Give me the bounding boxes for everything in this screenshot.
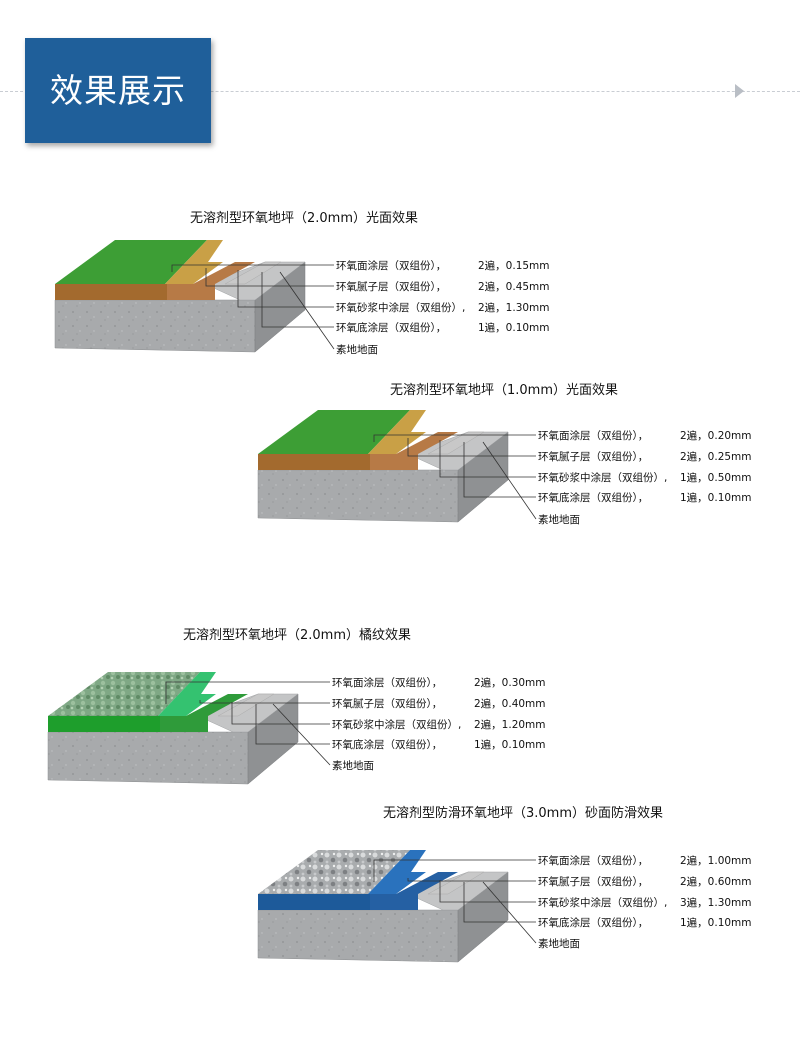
base-label: 素地地面 (336, 344, 378, 356)
layer-name-label: 环氧底涂层（双组份）， (538, 917, 649, 929)
top-coat-layer (55, 240, 207, 284)
section-title: 无溶剂型环氧地坪（2.0mm）橘纹效果 (183, 628, 412, 643)
base-label: 素地地面 (538, 514, 580, 526)
layer-detail-label: 2遍，0.20mm (680, 430, 752, 442)
leader-line (373, 859, 536, 882)
section-title: 无溶剂型环氧地坪（2.0mm）光面效果 (190, 211, 419, 226)
putty-layer-edge (158, 672, 216, 716)
mortar-layer-front (370, 894, 418, 910)
layer-detail-label: 1遍，0.50mm (680, 472, 752, 484)
putty-layer-edge (368, 850, 426, 894)
concrete-top-surface (197, 693, 299, 733)
header-arrow-icon (735, 84, 744, 98)
base-leader-line (279, 271, 335, 350)
layer-name-label: 环氧砂浆中涂层（双组份）, (538, 897, 668, 909)
concrete-front-face (257, 469, 459, 523)
layer-name-label: 环氧砂浆中涂层（双组份）, (336, 302, 466, 314)
mortar-layer (396, 872, 458, 894)
header-badge (25, 38, 211, 143)
layer-detail-label: 2遍，1.20mm (474, 719, 546, 731)
layer-detail-label: 1遍，0.10mm (474, 739, 546, 751)
base-leader-line (482, 881, 537, 944)
mortar-layer (193, 262, 255, 284)
leader-line (231, 702, 330, 725)
top-coat-layer (258, 850, 410, 894)
layer-name-label: 环氧腻子层（双组份）， (538, 876, 649, 888)
concrete-front-face (54, 299, 256, 353)
coating-body-band (258, 894, 370, 910)
mortar-layer-front (167, 284, 215, 300)
base-label: 素地地面 (332, 760, 374, 772)
leader-line (407, 878, 536, 882)
leader-line (199, 700, 330, 704)
section-title: 无溶剂型环氧地坪（1.0mm）光面效果 (390, 383, 619, 398)
mortar-layer-front (370, 454, 418, 470)
layer-detail-label: 2遍，0.60mm (680, 876, 752, 888)
page-title: 效果展示 (50, 71, 186, 110)
leader-line (261, 272, 334, 328)
header-divider (0, 91, 800, 92)
layer-detail-label: 2遍，0.45mm (478, 281, 550, 293)
layer-name-label: 环氧砂浆中涂层（双组份）, (332, 719, 462, 731)
leader-line (171, 264, 334, 272)
layer-detail-label: 1遍，0.10mm (478, 322, 550, 334)
top-coat-layer (48, 672, 200, 716)
putty-layer-edge (165, 240, 223, 284)
leader-line (407, 438, 536, 457)
leader-line (165, 681, 330, 704)
leader-line (255, 704, 330, 745)
layer-detail-label: 2遍，0.25mm (680, 451, 752, 463)
primer-layer (427, 431, 485, 455)
base-leader-line (272, 703, 331, 766)
layer-detail-label: 1遍，0.10mm (680, 492, 752, 504)
concrete-front-face (47, 731, 249, 785)
layer-name-label: 环氧砂浆中涂层（双组份）, (538, 472, 668, 484)
mortar-layer (396, 432, 458, 454)
leader-line (463, 882, 536, 923)
layer-detail-label: 2遍，1.00mm (680, 855, 752, 867)
putty-layer-edge (368, 410, 426, 454)
layer-detail-label: 1遍，0.10mm (680, 917, 752, 929)
layer-name-label: 环氧腻子层（双组份）， (538, 451, 649, 463)
coating-body-band (48, 716, 160, 732)
leader-line (373, 434, 536, 442)
layer-detail-label: 2遍，1.30mm (478, 302, 550, 314)
section-title: 无溶剂型防滑环氧地坪（3.0mm）砂面防滑效果 (383, 806, 664, 821)
coating-body-band (55, 284, 167, 300)
layer-detail-label: 2遍，0.40mm (474, 698, 546, 710)
concrete-front-face (257, 909, 459, 963)
layer-name-label: 环氧腻子层（双组份）， (336, 281, 447, 293)
layer-name-label: 环氧面涂层（双组份）， (336, 260, 447, 272)
top-coat-layer (258, 410, 410, 454)
layer-name-label: 环氧底涂层（双组份）， (336, 322, 447, 334)
layer-detail-label: 2遍，0.15mm (478, 260, 550, 272)
concrete-top-surface (407, 871, 509, 911)
mortar-layer-front (160, 716, 208, 732)
layer-detail-label: 2遍，0.30mm (474, 677, 546, 689)
concrete-top-surface (204, 261, 306, 301)
layer-name-label: 环氧面涂层（双组份）， (332, 677, 443, 689)
leader-line (463, 442, 536, 498)
layer-name-label: 环氧腻子层（双组份）， (332, 698, 443, 710)
base-label: 素地地面 (538, 938, 580, 950)
leader-line (205, 268, 334, 287)
concrete-top-surface (407, 431, 509, 471)
layer-name-label: 环氧面涂层（双组份）， (538, 430, 649, 442)
leader-line (439, 440, 536, 478)
base-leader-line (482, 441, 537, 520)
layer-detail-label: 3遍，1.30mm (680, 897, 752, 909)
leader-line (439, 880, 536, 903)
primer-layer (427, 871, 485, 895)
leader-line (237, 270, 334, 308)
coating-body-band (258, 454, 370, 470)
mortar-layer (186, 694, 248, 716)
layer-name-label: 环氧底涂层（双组份）， (332, 739, 443, 751)
layer-name-label: 环氧面涂层（双组份）， (538, 855, 649, 867)
layer-name-label: 环氧底涂层（双组份）， (538, 492, 649, 504)
